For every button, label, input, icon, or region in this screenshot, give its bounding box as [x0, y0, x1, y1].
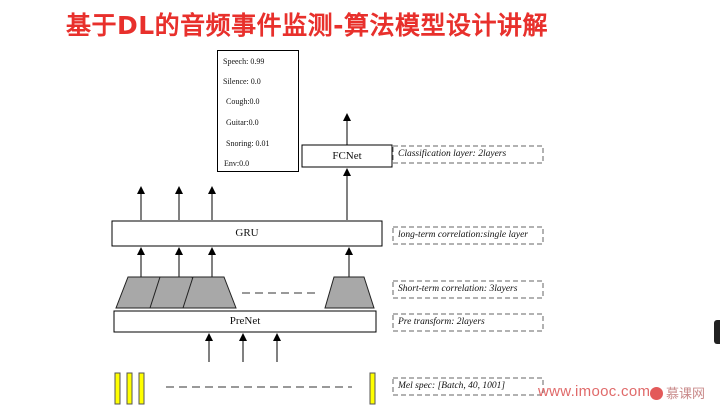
prenet-box — [113, 310, 377, 333]
annotation-box-pre-transform — [392, 313, 544, 332]
annotation-box-classification — [392, 145, 544, 164]
mel-frame-bar — [138, 372, 145, 405]
gru-label: GRU — [235, 227, 259, 239]
prenet-label: PreNet — [229, 315, 261, 327]
mel-frame-bar — [114, 372, 121, 405]
watermark-logo: 慕课网 — [650, 383, 705, 402]
output-probabilities-box: Speech: 0.99 Silence: 0.0 Cough:0.0 Guit… — [217, 50, 299, 172]
annotation-box-short-term — [392, 280, 544, 299]
imooc-logo-icon — [650, 387, 663, 400]
output-prob-silence: Silence: 0.0 — [223, 77, 261, 86]
annotation-mel-spec: Mel spec: [Batch, 40, 1001] — [398, 381, 506, 391]
side-panel-handle[interactable] — [714, 320, 720, 344]
mel-frame-bar — [369, 372, 376, 405]
annotation-short-term: Short-term correlation: 3layers — [398, 284, 518, 294]
conv-trapezoid — [324, 276, 375, 309]
conv-trapezoid — [182, 276, 237, 309]
fcnet-label: FCNet — [332, 150, 362, 162]
output-prob-snoring: Snoring: 0.01 — [226, 139, 270, 148]
output-prob-cough: Cough:0.0 — [226, 97, 260, 106]
mel-frame-bar — [126, 372, 133, 405]
watermark-url: www.imooc.com — [538, 383, 651, 400]
annotation-box-long-term — [392, 226, 544, 245]
output-prob-speech: Speech: 0.99 — [223, 57, 265, 66]
annotation-long-term: long-term correlation:single layer — [398, 230, 528, 240]
output-prob-guitar: Guitar:0.0 — [226, 118, 259, 127]
gru-box — [111, 220, 383, 247]
annotation-classification: Classification layer: 2layers — [398, 149, 507, 159]
annotation-box-mel-spec — [392, 377, 544, 396]
watermark-logo-text: 慕课网 — [666, 387, 706, 402]
annotation-pre-transform: Pre transform: 2layers — [398, 317, 485, 327]
slide-title: 基于DL的音频事件监测-算法模型设计讲解 — [66, 11, 549, 40]
output-prob-env: Env:0.0 — [224, 159, 250, 168]
